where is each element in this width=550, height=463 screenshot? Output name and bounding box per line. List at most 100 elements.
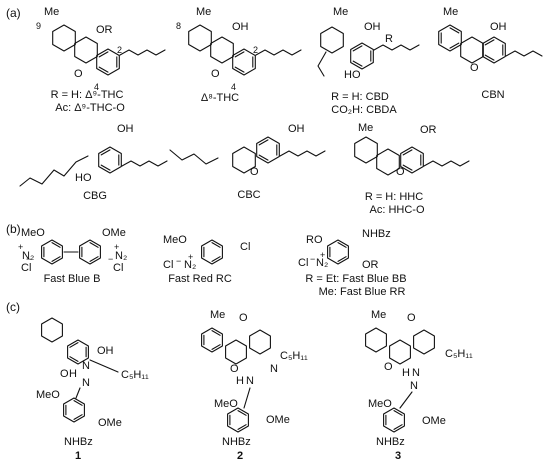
atom-chloride-left: Cl bbox=[21, 262, 31, 274]
atom-benzamido: NHBz bbox=[376, 436, 405, 448]
aromatic-double-bond bbox=[234, 51, 245, 58]
atom-oxygen: O bbox=[60, 368, 69, 380]
structure-fast-red-rc: MeO Cl Cl − N₂ + Fast Red RC bbox=[163, 234, 250, 285]
atom-ring-oxygen: O bbox=[396, 166, 405, 178]
ring-benzene-right bbox=[79, 239, 101, 265]
atom-methyl: Me bbox=[443, 6, 458, 18]
ring-aromatic bbox=[256, 136, 280, 164]
ring-pyran bbox=[389, 339, 411, 365]
structure-delta8-thc: Me 8 OH 2 O 4 Δ⁸-THC bbox=[176, 6, 258, 104]
atom-substituent: OR bbox=[420, 124, 437, 136]
ring-cyclohexene bbox=[320, 26, 344, 54]
aromatic-double-bond bbox=[89, 256, 99, 262]
aromatic-double-bond bbox=[337, 256, 347, 262]
ring-cyclohexene bbox=[365, 327, 387, 353]
aromatic-double-bond bbox=[51, 256, 61, 262]
atom-methyl: Me bbox=[210, 309, 225, 321]
ring-pyran bbox=[74, 36, 98, 64]
ring-benzene bbox=[327, 239, 349, 265]
atom-carbonyl-oxygen: O bbox=[407, 312, 416, 324]
atom-methoxy-right: OMe bbox=[98, 417, 122, 429]
aromatic-double-bond bbox=[211, 242, 221, 248]
ring-cyclohexane bbox=[354, 136, 378, 164]
atom-pentyl-chain: C₅H₁₁ bbox=[280, 350, 308, 362]
atom-hydrogen: H bbox=[236, 375, 244, 387]
atom-position-label: 8 bbox=[176, 21, 181, 31]
ring-benzene-left bbox=[41, 239, 63, 265]
caption-line-1: R = Et: Fast Blue BB bbox=[305, 273, 406, 285]
ring-aromatic bbox=[98, 146, 122, 174]
atom-pentyl-chain: C₅H₁₁ bbox=[445, 348, 473, 360]
atom-position-2: 2 bbox=[253, 45, 258, 55]
atom-position-label: 9 bbox=[36, 21, 41, 31]
structure-hhc: Me OR O R = H: HHC Ac: HHC-O bbox=[358, 122, 437, 216]
atom-chloride: Cl bbox=[163, 259, 173, 271]
ring-aromatic-a bbox=[438, 24, 462, 52]
atom-hydroxyl: OH bbox=[97, 345, 114, 357]
atom-substituent-r: R bbox=[385, 33, 393, 45]
structure-delta9-thc: Me 9 OR 2 O 4 R = H: Δ⁹-THC Ac: Δ⁹-THC-O bbox=[36, 6, 125, 114]
pentyl-chain bbox=[279, 150, 326, 157]
caption: Fast Red RC bbox=[168, 273, 232, 285]
aromatic-double-bond bbox=[449, 27, 460, 34]
pentyl-chain bbox=[119, 49, 166, 56]
atom-minus: − bbox=[176, 256, 181, 266]
aromatic-double-bond bbox=[211, 256, 221, 262]
atom-hydroxyl-top: OH bbox=[288, 123, 305, 135]
atom-chloride-right: Cl bbox=[113, 262, 123, 274]
ring-quinone bbox=[249, 329, 271, 355]
atom-chlorine-substituent: Cl bbox=[240, 241, 250, 253]
ring-pyran bbox=[376, 148, 400, 176]
compound-number: 2 bbox=[237, 450, 243, 462]
structure-fast-blue-b: MeO OMe + N₂ − Cl + N₂ − Cl Fast Blue B bbox=[18, 227, 127, 285]
caption: CBG bbox=[83, 190, 107, 202]
atom-methoxy: MeO bbox=[368, 398, 392, 410]
ring-aromatic bbox=[96, 48, 120, 76]
aromatic-double-bond bbox=[98, 51, 109, 58]
atom-methoxy: MeO bbox=[36, 389, 60, 401]
atom-ring-oxygen: O bbox=[211, 68, 220, 80]
aromatic-double-bond bbox=[449, 42, 460, 49]
aromatic-double-bond bbox=[98, 66, 109, 73]
ring-cyclohexene bbox=[52, 24, 76, 52]
prenyl-chain bbox=[169, 149, 219, 165]
atom-hydroxyl-top: OH bbox=[364, 21, 381, 33]
aromatic-double-bond bbox=[352, 60, 363, 67]
aromatic-double-bond bbox=[393, 410, 403, 416]
atom-diazonium: N₂ bbox=[184, 259, 196, 271]
atom-nitrogen-1: N bbox=[246, 375, 254, 387]
atom-hydroxyl-top: OH bbox=[117, 123, 134, 135]
pentyl-chain bbox=[423, 160, 470, 167]
caption: CBC bbox=[237, 189, 260, 201]
bond-skeletons bbox=[19, 24, 543, 433]
atom-ring-oxygen: O bbox=[230, 363, 239, 375]
atom-methyl: Me bbox=[44, 6, 59, 18]
atom-ring-oxygen: O bbox=[384, 361, 393, 373]
caption-line-2: CO₂H: CBDA bbox=[331, 104, 397, 116]
pentyl-chain bbox=[255, 49, 302, 56]
atom-methyl: Me bbox=[371, 309, 386, 321]
atom-hydrogen: H bbox=[402, 367, 410, 379]
aromatic-double-bond bbox=[69, 342, 79, 348]
aromatic-double-bond bbox=[237, 424, 247, 430]
hydrazone-link bbox=[243, 387, 251, 409]
atom-methoxy-right: OMe bbox=[422, 415, 446, 427]
atom-nitrogen-1: N bbox=[412, 367, 420, 379]
ring-benzamide bbox=[383, 407, 405, 433]
aromatic-double-bond bbox=[211, 330, 221, 336]
panel-label-c: (c) bbox=[6, 300, 20, 314]
pentyl-chain bbox=[373, 44, 420, 51]
ring-pyran bbox=[460, 36, 484, 64]
atom-diazonium: N₂ bbox=[316, 257, 328, 269]
compound-number: 3 bbox=[395, 450, 401, 462]
panel-label-b: (b) bbox=[6, 222, 21, 236]
atom-pentyl-chain: C₅H₁₁ bbox=[121, 369, 149, 381]
atom-minus-right: − bbox=[108, 254, 113, 264]
atom-alkoxy-bottom: OR bbox=[362, 259, 379, 271]
atom-methoxy-left: MeO bbox=[21, 227, 45, 239]
aromatic-double-bond bbox=[402, 164, 413, 171]
structure-cbd: Me OH R HO R = H: CBD CO₂H: CBDA bbox=[331, 6, 397, 116]
atom-chloride: Cl bbox=[298, 257, 308, 269]
atom-methyl: Me bbox=[196, 6, 211, 18]
ring-benzene bbox=[201, 239, 223, 265]
